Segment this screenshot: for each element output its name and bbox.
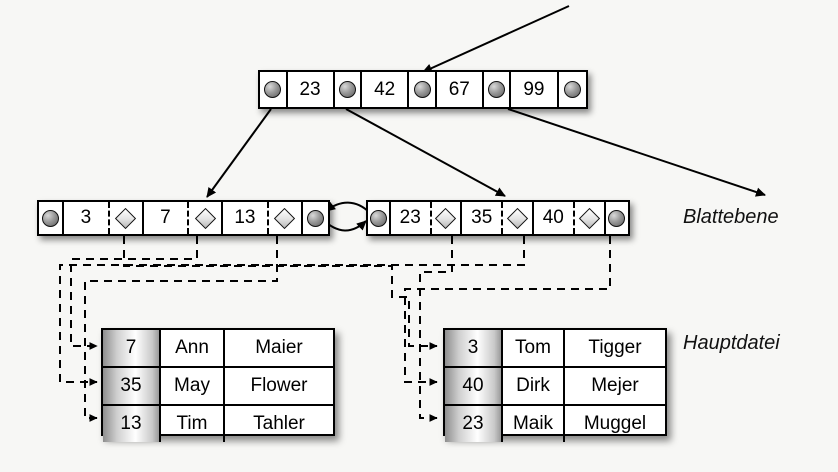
leaf-right-key-2: 40 bbox=[542, 207, 564, 228]
table-row[interactable]: 35 May Flower bbox=[103, 368, 333, 406]
diamond-pointer-icon bbox=[578, 207, 600, 229]
root-pointer-2[interactable] bbox=[409, 72, 437, 107]
diamond-pointer-icon bbox=[194, 207, 216, 229]
row-key: 7 bbox=[103, 330, 161, 366]
root-to-right-leaf-arrow bbox=[345, 108, 506, 197]
leaf-right-prev-pointer[interactable] bbox=[368, 202, 391, 234]
circle-pointer-icon bbox=[369, 209, 387, 227]
diamond-pointer-icon bbox=[435, 207, 457, 229]
table-row[interactable]: 3 Tom Tigger bbox=[445, 330, 665, 368]
leaf-left-record-pointer-1[interactable] bbox=[187, 202, 224, 234]
root-pointer-3[interactable] bbox=[484, 72, 512, 107]
root-to-left-leaf-arrow bbox=[206, 108, 272, 198]
table-row[interactable]: 13 Tim Tahler bbox=[103, 406, 333, 442]
leaf-left-key-0: 3 bbox=[80, 207, 92, 228]
table-row[interactable]: 23 Maik Muggel bbox=[445, 406, 665, 442]
leaf-right-next-pointer[interactable] bbox=[606, 202, 629, 234]
diamond-pointer-icon bbox=[115, 207, 137, 229]
diamond-pointer-icon bbox=[506, 207, 529, 229]
row-first-name: Ann bbox=[161, 330, 225, 366]
row-last-name: Maier bbox=[255, 337, 303, 358]
leaf-left-record-pointer-0[interactable] bbox=[107, 202, 144, 234]
row-key: 3 bbox=[445, 330, 503, 366]
row-key: 35 bbox=[103, 368, 161, 404]
row-key: 13 bbox=[103, 406, 161, 442]
circle-pointer-icon bbox=[413, 81, 431, 98]
root-to-right-outside-arrow bbox=[507, 108, 766, 197]
root-key-0: 23 bbox=[288, 72, 335, 107]
row-last-name: Tahler bbox=[253, 413, 305, 434]
table-row[interactable]: 7 Ann Maier bbox=[103, 330, 333, 368]
leaf-right-key-1: 35 bbox=[471, 207, 493, 228]
row-first-name: Maik bbox=[503, 406, 565, 442]
leaf-left-prev-pointer[interactable] bbox=[39, 202, 65, 234]
root-pointer-0[interactable] bbox=[260, 72, 288, 107]
root-entry-arrow bbox=[422, 5, 570, 73]
leaf-right-record-pointer-2[interactable] bbox=[572, 202, 606, 234]
root-pointer-1[interactable] bbox=[335, 72, 363, 107]
leaf-node-right[interactable]: 23 35 40 bbox=[366, 200, 630, 236]
leaf-left-key-2: 13 bbox=[234, 207, 256, 228]
circle-pointer-icon bbox=[488, 81, 506, 98]
root-index-node[interactable]: 23 42 67 99 bbox=[258, 70, 588, 109]
main-file-table-right[interactable]: 3 Tom Tigger 40 Dirk Mejer 23 Maik Mugge… bbox=[443, 328, 667, 442]
leaf-right-record-pointer-0[interactable] bbox=[429, 202, 463, 234]
root-key-1: 42 bbox=[362, 72, 410, 107]
row-last-name: Flower bbox=[250, 375, 308, 396]
diamond-pointer-icon bbox=[274, 207, 296, 229]
root-pointer-4[interactable] bbox=[559, 72, 586, 107]
leaf-right-key-0: 23 bbox=[399, 207, 421, 228]
label-leaf-level: Blattebene bbox=[683, 206, 779, 228]
row-key: 23 bbox=[445, 406, 503, 442]
leaf-left-record-pointer-2[interactable] bbox=[266, 202, 303, 234]
row-first-name: May bbox=[161, 368, 225, 404]
root-key-3: 99 bbox=[511, 72, 559, 107]
row-last-name: Mejer bbox=[591, 375, 639, 396]
circle-pointer-icon bbox=[563, 81, 581, 98]
leaf-left-key-1: 7 bbox=[160, 207, 171, 228]
circle-pointer-icon bbox=[338, 81, 356, 98]
leaf-prev-link-arrow bbox=[325, 201, 371, 214]
main-file-table-left[interactable]: 7 Ann Maier 35 May Flower 13 Tim Tahler bbox=[101, 328, 335, 442]
row-last-name: Muggel bbox=[583, 413, 647, 434]
circle-pointer-icon bbox=[608, 209, 626, 227]
row-first-name: Tim bbox=[161, 406, 225, 442]
row-first-name: Tom bbox=[503, 330, 565, 366]
circle-pointer-icon bbox=[306, 209, 324, 227]
leaf-left-next-pointer[interactable] bbox=[303, 202, 328, 234]
row-first-name: Dirk bbox=[503, 368, 565, 404]
circle-pointer-icon bbox=[264, 81, 282, 98]
circle-pointer-icon bbox=[42, 209, 60, 227]
table-row[interactable]: 40 Dirk Mejer bbox=[445, 368, 665, 406]
row-last-name: Tigger bbox=[588, 337, 642, 358]
label-main-file: Hauptdatei bbox=[683, 332, 780, 354]
root-key-2: 67 bbox=[437, 72, 484, 107]
row-key: 40 bbox=[445, 368, 503, 404]
leaf-right-record-pointer-1[interactable] bbox=[501, 202, 534, 234]
leaf-node-left[interactable]: 3 7 13 bbox=[37, 200, 330, 236]
